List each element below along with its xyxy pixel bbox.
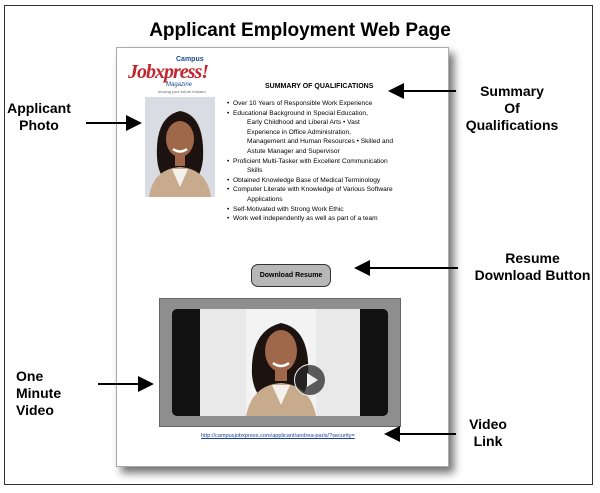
qualification-item: Skills — [247, 167, 263, 175]
callout-photo-line-2: Photo — [19, 117, 59, 133]
diagram-frame — [4, 5, 593, 485]
video-link[interactable]: http://campusjobxpress.com/applicant/and… — [201, 433, 355, 439]
download-resume-button[interactable]: Download Resume — [251, 264, 331, 287]
logo-main-text: Jobxpress! — [128, 61, 209, 83]
video-screen — [200, 309, 360, 416]
callout-video: One Minute Video — [16, 368, 61, 419]
callout-summary-line-3: Qualifications — [465, 117, 559, 133]
logo-tagline: moving your future forward — [158, 89, 206, 94]
applicant-photo — [145, 97, 215, 197]
callout-applicant-photo: Applicant Photo — [4, 100, 74, 134]
callout-video-line-3: Video — [16, 402, 54, 418]
applicant-portrait-icon — [145, 97, 215, 197]
callout-link-line-1: Video — [469, 416, 507, 432]
jobxpress-logo: Campus Jobxpress! Magazine moving your f… — [128, 56, 213, 96]
qualification-item: Obtained Knowledge Base of Medical Termi… — [227, 176, 442, 186]
video-frame — [172, 309, 388, 416]
video-player[interactable] — [159, 298, 401, 427]
qualification-item: Astute Manager and Supervisor — [247, 147, 340, 155]
callout-video-link: Video Link — [458, 416, 518, 450]
callout-download: Resume Download Button — [465, 250, 600, 284]
qualification-item: Work well independently as well as part … — [227, 214, 442, 224]
callout-summary-line-2: Of — [504, 100, 520, 116]
qualification-item: Computer Literate with Knowledge of Vari… — [227, 185, 442, 195]
qualification-item: Early Childhood and Liberal Arts • Vast — [247, 119, 360, 127]
callout-video-line-1: One — [16, 368, 44, 384]
callout-video-line-2: Minute — [16, 385, 62, 401]
callout-download-line-2: Download Button — [474, 267, 591, 283]
qualification-item: Experience in Office Administration, — [247, 128, 351, 136]
qualification-item: Over 10 Years of Responsible Work Experi… — [227, 99, 442, 109]
play-icon[interactable] — [294, 364, 326, 396]
qualification-item: Applications — [247, 195, 283, 203]
logo-magazine-text: Magazine — [166, 82, 193, 88]
callout-link-line-2: Link — [473, 433, 503, 449]
logo-campus-text: Campus — [176, 56, 204, 63]
qualification-item: Self-Motivated with Strong Work Ethic — [227, 205, 442, 215]
callout-download-line-1: Resume — [505, 250, 560, 266]
webpage-mockup: Campus Jobxpress! Magazine moving your f… — [116, 47, 449, 467]
qualification-item: Educational Background in Special Educat… — [227, 109, 442, 119]
summary-heading: SUMMARY OF QUALIFICATIONS — [265, 83, 374, 90]
qualifications-list: Over 10 Years of Responsible Work Experi… — [227, 99, 442, 224]
callout-photo-line-1: Applicant — [7, 100, 71, 116]
diagram-title: Applicant Employment Web Page — [149, 20, 451, 41]
callout-summary: Summary Of Qualifications — [452, 83, 572, 134]
qualification-item: Proficient Multi-Tasker with Excellent C… — [227, 157, 442, 167]
video-thumbnail-icon — [200, 309, 360, 416]
callout-summary-line-1: Summary — [480, 83, 544, 99]
qualification-item: Management and Human Resources • Skilled… — [247, 138, 393, 146]
